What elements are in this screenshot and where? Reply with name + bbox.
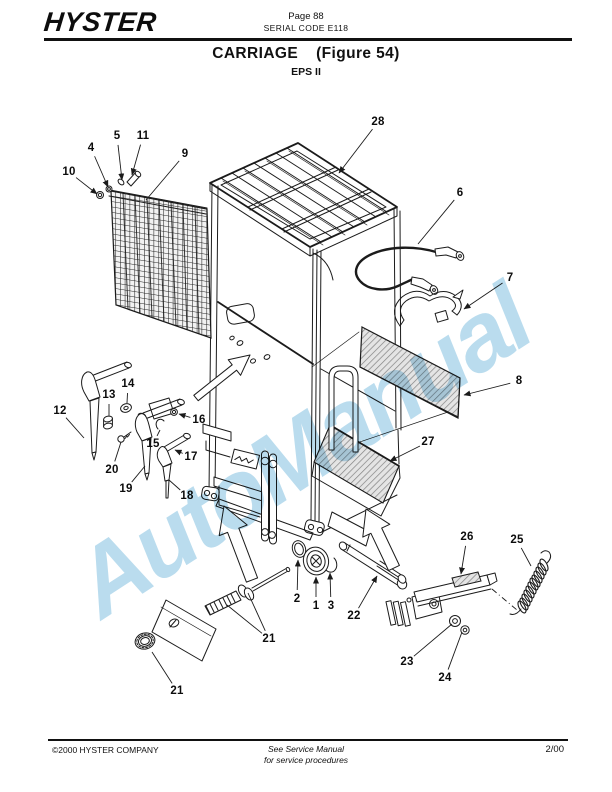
side-handle-drawing <box>328 365 359 453</box>
adjuster-21-drawing <box>134 566 291 662</box>
revision-date: 2/00 <box>545 744 565 755</box>
mesh-screen-drawing <box>108 189 212 339</box>
bearing-group-drawing <box>291 540 338 576</box>
lever-17-drawing <box>156 432 191 499</box>
overhead-guard-drawing <box>209 142 398 257</box>
mounting-bolts-drawing <box>96 170 142 199</box>
floor-plate-drawing <box>311 424 401 547</box>
up-left-arrow-icon <box>218 505 259 583</box>
direction-arrows <box>193 354 400 583</box>
carriage-frame-drawing <box>201 183 452 541</box>
cable-drawing <box>354 246 465 295</box>
spring-25-drawing <box>509 550 552 615</box>
lever-12-drawing <box>81 361 132 461</box>
clamp-drawing <box>394 289 464 327</box>
up-left-arrow2-icon <box>362 508 400 572</box>
page-number: Page 88 <box>288 11 324 22</box>
footer-rule <box>48 739 568 742</box>
lever-19-drawing <box>103 397 185 481</box>
service-note: See Service Manual for service procedure… <box>0 744 612 766</box>
lower-bracket-drawing <box>376 560 518 635</box>
panel-drawing <box>359 326 461 419</box>
callout-leader-lines <box>65 128 532 684</box>
figure-title: CARRIAGE (Figure 54) <box>0 45 612 63</box>
header-rule <box>44 38 572 41</box>
figure-subtitle: EPS II <box>291 66 321 78</box>
copyright-text: ©2000 HYSTER COMPANY <box>52 745 159 755</box>
figure-title-main: CARRIAGE <box>212 45 299 62</box>
latch-bracket-drawing <box>202 423 278 545</box>
service-note-line1: See Service Manual <box>267 744 345 754</box>
serial-code: SERIAL CODE E118 <box>263 23 349 33</box>
service-note-line2: for service procedures <box>263 755 349 765</box>
figure-title-number: (Figure 54) <box>316 45 400 62</box>
up-right-arrow-icon <box>193 354 251 402</box>
